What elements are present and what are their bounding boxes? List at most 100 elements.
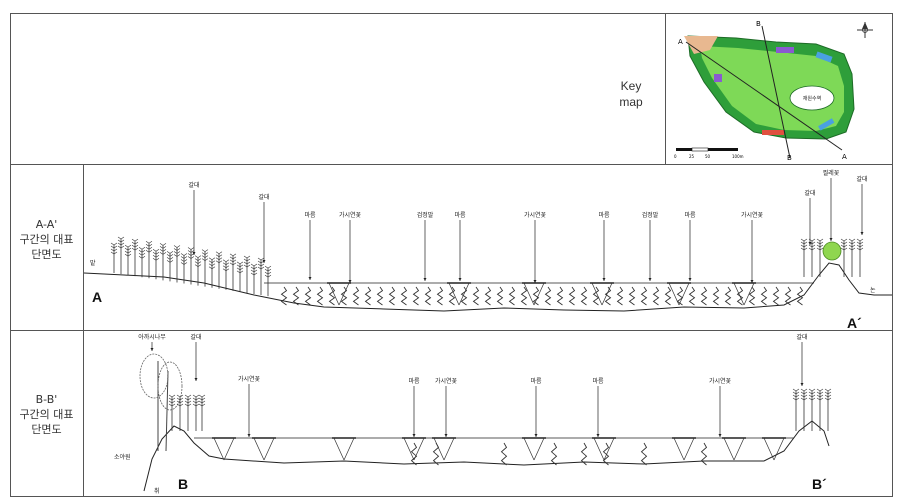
shrub-a [822,241,842,261]
reed-b [792,388,800,431]
submerged-plant-a [496,286,504,306]
lotus-b [252,437,276,461]
section-line-b [761,25,791,159]
submerged-plant-a [724,286,732,306]
callout-b: 마름 [592,377,604,437]
reed-a [173,245,181,283]
svg-text:마름: 마름 [530,377,542,385]
tan-zone [684,36,718,54]
svg-text:검정말: 검정말 [642,211,659,219]
submerged-plant-a [292,286,300,306]
svg-text:마름: 마름 [304,211,316,219]
callout-a: 마름 [598,211,610,281]
submerged-plant-a [652,286,660,306]
svg-text:마름: 마름 [598,211,610,219]
submerged-plant-a [376,286,384,306]
submerged-plant-a [700,286,708,306]
submerged-plant-b [500,442,508,466]
submerged-plant-a [472,286,480,306]
svg-text:가시연꽃: 가시연꽃 [709,377,732,385]
row-label-a-line1: A-A' [35,218,58,231]
svg-text:마름: 마름 [454,211,466,219]
svg-text:가시연꽃: 가시연꽃 [741,211,764,219]
lotus-b [212,437,236,461]
reed-a [250,263,258,294]
row-divider-2 [10,330,893,331]
lotus-b [402,437,426,461]
submerged-plant-a [760,286,768,306]
reed-b [184,394,192,431]
callout-b: 갈대 [796,333,808,386]
lotus-a [667,282,691,306]
key-map-label-line1: Key [620,79,642,93]
reed-a [215,251,223,289]
submerged-plant-a [280,286,288,306]
reed-a [816,238,824,277]
reed-a [159,243,167,281]
callout-a: 검정말 [417,211,434,281]
lotus-b [522,437,546,461]
submerged-plant-a [520,286,528,306]
submerged-plant-a [604,286,612,306]
svg-text:아까시나무: 아까시나무 [138,333,166,341]
blue-zone-2 [818,118,835,131]
reed-a [856,238,864,277]
scale-bar: 0 25 50 100m [674,147,744,159]
submerged-plant-a [568,286,576,306]
reed-a [201,249,209,287]
lotus-b [432,437,456,461]
row-label-b-line2: 구간의 대표 [19,408,74,421]
section-line-a [685,41,843,151]
lotus-b [592,437,616,461]
reed-a [840,238,848,277]
reed-a [152,249,160,280]
reed-b [198,394,206,431]
reed-a [848,238,856,277]
submerged-plant-a [580,286,588,306]
submerged-plant-b [580,442,588,466]
scale-tick-50: 50 [705,154,711,159]
svg-text:갈대: 갈대 [190,333,201,341]
reed-a [236,261,244,292]
submerged-plant-a [412,286,420,306]
reed-a [124,244,132,276]
svg-text:검정말: 검정말 [417,211,434,219]
callout-b: 마름 [530,377,542,437]
north-arrow-icon [857,22,873,38]
svg-text:가시연꽃: 가시연꽃 [435,377,458,385]
marker-b-start: B [178,476,188,492]
submerged-plant-a [400,286,408,306]
diagram-frame [10,13,893,497]
submerged-plant-b [550,442,558,466]
row-label-a-line2: 구간의 대표 [19,233,74,246]
submerged-plant-a [544,286,552,306]
lotus-b [762,437,786,461]
island [789,85,835,111]
marker-b-end: B´ [812,476,827,492]
svg-text:갈대: 갈대 [258,193,269,201]
callout-b: 가시연꽃 [709,377,732,437]
callout-b: 가시연꽃 [238,375,261,437]
reed-a [166,251,174,282]
submerged-plant-a [748,286,756,306]
submerged-plant-a [436,286,444,306]
map-label-a-start: A [678,38,683,46]
reed-cluster-left [110,236,272,297]
lotus-a [522,282,546,306]
callout-a: 가시연꽃 [339,211,362,283]
lotus-a [327,282,351,306]
callout-b: 가시연꽃 [435,377,458,437]
submerged-plant-a [448,286,456,306]
callout-a: 가시연꽃 [741,211,764,283]
reed-a [145,241,153,279]
callout-b: 갈대 [190,333,202,381]
reed-a [110,242,118,273]
submerged-plants-a [280,286,804,306]
lotus-b [672,437,696,461]
reed-a [800,238,808,277]
callout-a: 갈대 [258,193,270,263]
reed-b [800,388,808,431]
reed-a [264,265,272,297]
